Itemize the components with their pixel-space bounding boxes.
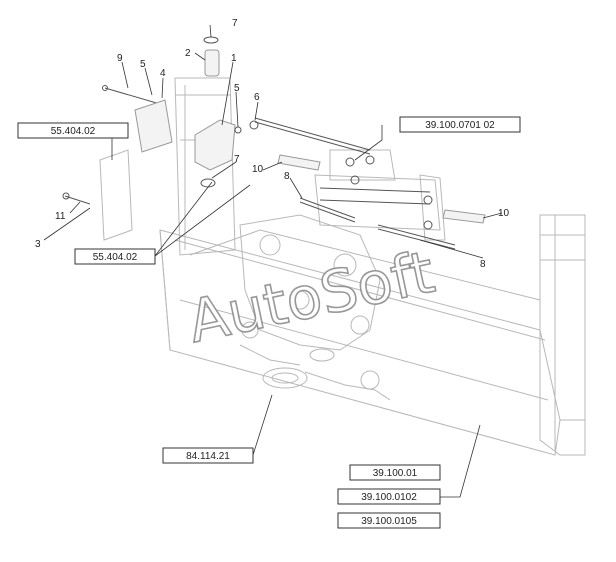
ref-label: 55.404.02 <box>93 252 138 263</box>
cover-plate <box>99 149 133 241</box>
cap-part-7 <box>203 36 219 44</box>
ref-box-39-100-01[interactable]: 39.100.01 <box>349 464 441 481</box>
callout-numbers: 9 5 4 2 7 1 5 6 7 10 8 10 8 11 3 <box>35 18 510 270</box>
bracket-part-10-left <box>277 154 321 171</box>
ref-label: 39.100.0102 <box>361 492 417 503</box>
callout-2: 2 <box>185 48 191 59</box>
callout-9: 9 <box>117 53 123 64</box>
callout-8-top: 8 <box>284 171 290 182</box>
callout-5-right: 5 <box>234 83 240 94</box>
ref-label: 84.114.21 <box>186 451 230 462</box>
ref-box-39-100-0105[interactable]: 39.100.0105 <box>337 512 441 529</box>
callout-11: 11 <box>55 211 66 222</box>
rod-part-8-top <box>299 197 356 219</box>
plate-part-4 <box>134 99 173 153</box>
fitting-part-6 <box>249 120 259 130</box>
ref-box-55-404-02-top[interactable]: 55.404.02 <box>17 122 129 139</box>
callout-3: 3 <box>35 239 41 250</box>
autosoft-watermark: AutoSoft <box>182 238 440 356</box>
callout-5: 5 <box>140 59 146 70</box>
ref-label: 39.100.0105 <box>361 516 417 527</box>
ref-label: 55.404.02 <box>51 126 96 137</box>
leader-lines <box>43 24 503 498</box>
ref-box-55-404-02-mid[interactable]: 55.404.02 <box>74 248 156 265</box>
sleeve-part-2 <box>204 49 220 77</box>
callout-1: 1 <box>231 53 237 64</box>
callout-10-right: 10 <box>498 208 510 219</box>
ref-label: 39.100.01 <box>373 468 418 479</box>
pin-part-9 <box>104 87 161 105</box>
callout-7-top: 7 <box>232 18 238 29</box>
bracket-part-10-right <box>442 209 486 224</box>
bracket-part-1 <box>194 119 236 171</box>
ref-box-84-114-21[interactable]: 84.114.21 <box>162 447 254 464</box>
rod-part-8-bottom <box>377 224 456 246</box>
callout-4: 4 <box>160 68 166 79</box>
fitting-part-5 <box>234 126 242 134</box>
reference-boxes: 55.404.02 39.100.0701 02 55.404.02 84.11… <box>17 116 521 529</box>
exploded-parts <box>62 36 486 250</box>
ring-part-7 <box>200 178 216 188</box>
callout-7-mid: 7 <box>234 154 240 165</box>
ref-box-39-100-0102[interactable]: 39.100.0102 <box>337 488 441 505</box>
ref-label: 39.100.0701 02 <box>425 120 495 131</box>
ref-box-39-100-0701-02[interactable]: 39.100.0701 02 <box>399 116 521 133</box>
callout-6: 6 <box>254 92 260 103</box>
callout-10-left: 10 <box>252 164 264 175</box>
callout-8-bottom: 8 <box>480 259 486 270</box>
